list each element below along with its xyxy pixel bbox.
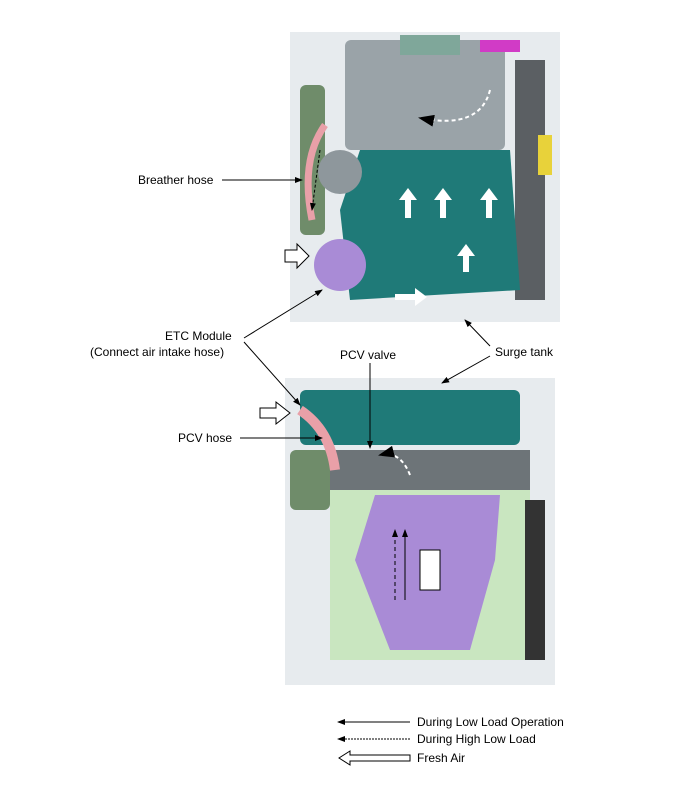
engine-top-view	[290, 32, 560, 322]
fresh-air-arrow-bottom	[259, 400, 291, 426]
label-surge-tank: Surge tank	[495, 345, 554, 359]
legend-marks	[337, 719, 411, 766]
fresh-air-arrow-top	[284, 242, 310, 270]
label-pcv-hose: PCV hose	[178, 431, 233, 445]
legend-low-load: During Low Load Operation	[417, 715, 564, 729]
legend-high-load: During High Low Load	[417, 732, 536, 746]
label-breather-hose: Breather hose	[138, 173, 214, 187]
label-pcv-valve: PCV valve	[340, 348, 397, 362]
engine-bottom-view	[285, 378, 555, 685]
legend-hollow-arrow	[338, 750, 411, 766]
label-etc-module: ETC Module	[165, 329, 232, 343]
legend-fresh-air: Fresh Air	[417, 751, 466, 765]
label-etc-module-note: (Connect air intake hose)	[90, 345, 225, 359]
leader-lines	[222, 177, 491, 449]
